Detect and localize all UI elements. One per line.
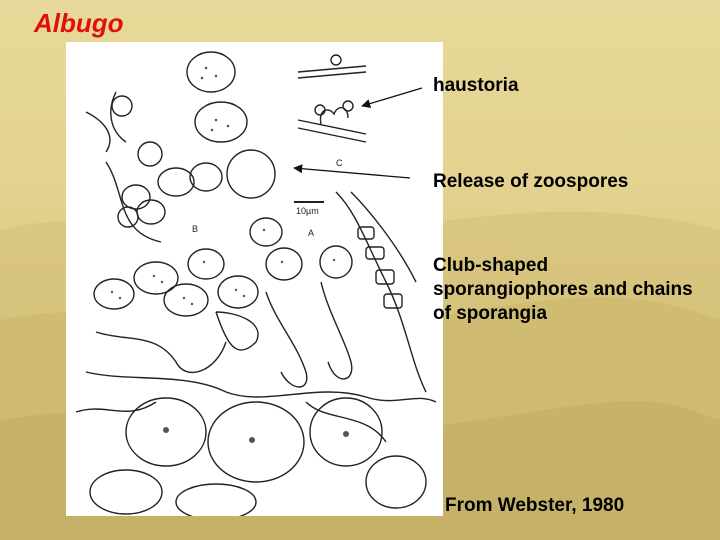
albugo-drawing: C B A 10µm [66, 42, 443, 516]
citation: From Webster, 1980 [445, 495, 625, 516]
label-sporangiophores: Club-shaped sporangiophores and chains o… [433, 255, 693, 324]
label-haustoria: haustoria [433, 75, 519, 96]
figure-letter-a: A [308, 228, 314, 238]
slide-title: Albugo [34, 8, 124, 38]
figure-letter-b: B [192, 224, 198, 234]
scale-bar-label: 10µm [296, 206, 319, 216]
figure-letter-c: C [336, 158, 343, 168]
label-zoospore-release: Release of zoospores [433, 171, 629, 192]
